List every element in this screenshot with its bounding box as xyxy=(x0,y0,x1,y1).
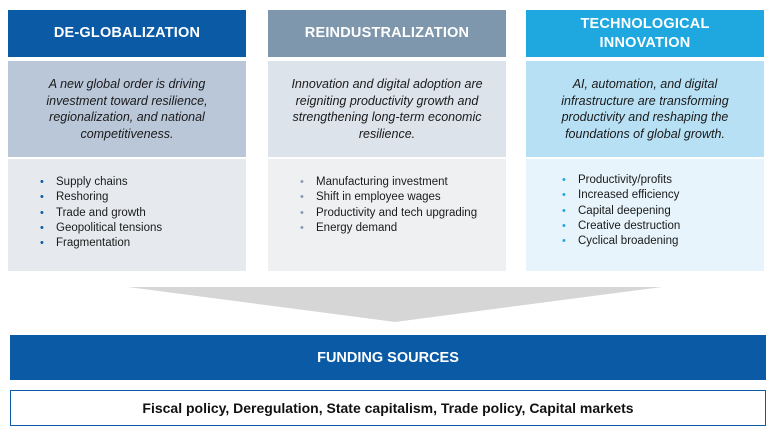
list-item: • Energy demand xyxy=(300,221,506,236)
list-item: • Geopolitical tensions xyxy=(40,221,246,236)
pillar-description: Innovation and digital adoption are reig… xyxy=(268,61,506,157)
bullet-icon: • xyxy=(40,191,44,204)
list-item-label: Energy demand xyxy=(316,221,398,234)
pillar-title: DE-GLOBALIZATION xyxy=(53,25,201,41)
bullet-icon: • xyxy=(562,219,566,232)
list-item-label: Manufacturing investment xyxy=(316,176,448,188)
pillar-description: A new global order is driving investment… xyxy=(8,61,246,157)
funding-sources-text: Fiscal policy, Deregulation, State capit… xyxy=(142,400,634,416)
funding-sources-list: Fiscal policy, Deregulation, State capit… xyxy=(10,390,766,426)
list-item: • Capital deepening xyxy=(562,204,764,219)
pillar-title-line: INNOVATION xyxy=(599,34,691,51)
bullet-icon: • xyxy=(40,176,44,188)
list-item-label: Cyclical broadening xyxy=(578,235,679,248)
pillar-list: • Manufacturing investment • Shift in empl… xyxy=(268,159,506,271)
pillar-reindustrialization: REINDUSTRALIZATION Innovation and digita… xyxy=(268,10,506,271)
bullet-icon: • xyxy=(300,191,304,204)
list-item-label: Creative destruction xyxy=(578,219,681,232)
list-item-label: Productivity/profits xyxy=(578,174,672,186)
list-item-label: Supply chains xyxy=(56,176,128,188)
bullet-icon: • xyxy=(562,189,566,202)
pillar-header: REINDUSTRALIZATION xyxy=(268,10,506,57)
list-item-label: Increased efficiency xyxy=(578,189,680,202)
list-item: • Trade and growth xyxy=(40,206,246,221)
bullet-icon: • xyxy=(40,237,44,250)
list-item-label: Geopolitical tensions xyxy=(56,221,163,234)
list-item: • Fragmentation xyxy=(40,236,246,251)
bullet-icon: • xyxy=(562,174,566,186)
pillar-title-line: TECHNOLOGICAL xyxy=(580,15,710,32)
bullet-icon: • xyxy=(40,221,44,234)
list-item: • Creative destruction xyxy=(562,219,764,234)
list-item: • Manufacturing investment xyxy=(300,175,506,190)
list-item-label: Productivity and tech upgrading xyxy=(316,206,478,219)
list-item-label: Reshoring xyxy=(56,191,109,204)
funding-title: FUNDING SOURCES xyxy=(317,349,459,366)
pillar-technological-innovation: TECHNOLOGICAL INNOVATION AI, automation,… xyxy=(526,10,764,271)
list-item-label: Shift in employee wages xyxy=(316,191,441,204)
pillar-deglobalization: DE-GLOBALIZATION A new global order is d… xyxy=(8,10,246,271)
bullet-icon: • xyxy=(300,176,304,188)
bullet-icon: • xyxy=(300,221,304,234)
list-item-label: Capital deepening xyxy=(578,204,671,217)
list-item: • Productivity/profits xyxy=(562,173,764,188)
funding-sources-banner: FUNDING SOURCES xyxy=(10,335,766,380)
pillar-header: DE-GLOBALIZATION xyxy=(8,10,246,57)
bullet-icon: • xyxy=(562,235,566,248)
pillar-header: TECHNOLOGICAL INNOVATION xyxy=(526,10,764,57)
list-item: • Reshoring xyxy=(40,190,246,205)
list-item: • Productivity and tech upgrading xyxy=(300,206,506,221)
bullet-icon: • xyxy=(40,206,44,219)
pillar-list: • Productivity/profits • Increased efficie… xyxy=(526,159,764,271)
converge-arrow-icon xyxy=(128,287,662,322)
pillar-title: REINDUSTRALIZATION xyxy=(304,25,470,41)
bullet-icon: • xyxy=(300,206,304,219)
list-item: • Cyclical broadening xyxy=(562,234,764,249)
bullet-icon: • xyxy=(562,204,566,217)
pillar-description: AI, automation, and digital infrastructu… xyxy=(526,61,764,157)
list-item-label: Fragmentation xyxy=(56,237,131,250)
list-item: • Supply chains xyxy=(40,175,246,190)
list-item-label: Trade and growth xyxy=(56,206,146,219)
arrow-shape xyxy=(128,287,662,322)
pillar-list: • Supply chains • Reshoring • Trade and gro… xyxy=(8,159,246,271)
list-item: • Increased efficiency xyxy=(562,188,764,203)
list-item: • Shift in employee wages xyxy=(300,190,506,205)
